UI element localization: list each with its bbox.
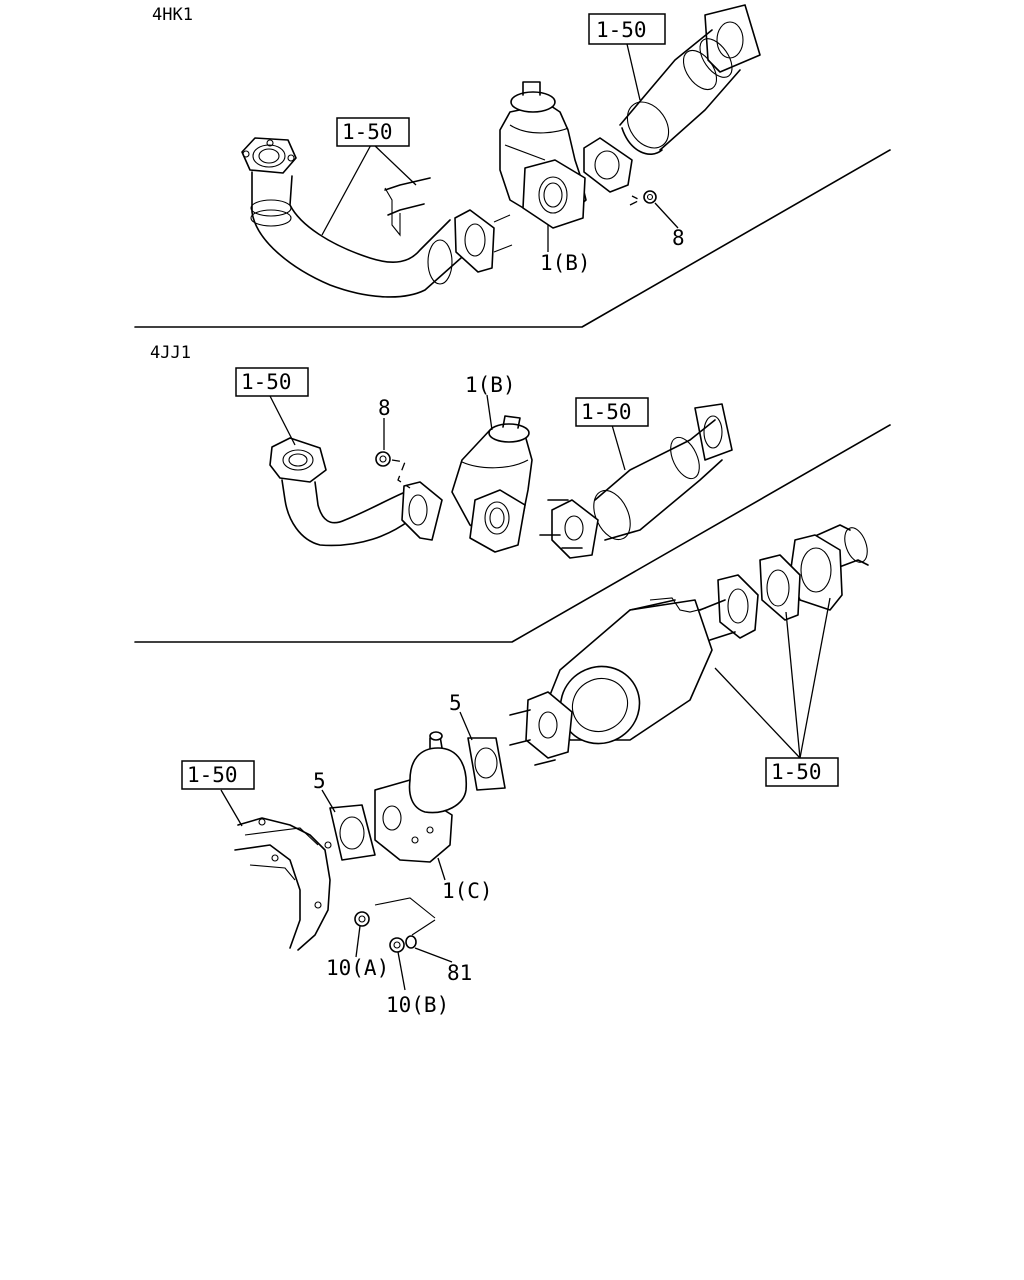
bottom-tail-pipe [759, 524, 869, 621]
hk-ref-text-left: 1-50 [342, 120, 393, 144]
bottom-gasket-lower-leader [321, 789, 336, 813]
gasket-upper-callout: 5 [449, 691, 462, 715]
section-label-4jj1: 4JJ1 [150, 343, 191, 363]
bottom-washer-leader [414, 947, 453, 963]
jj-valve-callout: 1(B) [465, 373, 516, 397]
gasket-lower-callout: 5 [313, 769, 326, 793]
jj-ref-text-right: 1-50 [581, 400, 632, 424]
hk-ref-text-right: 1-50 [596, 18, 647, 42]
jj-catalytic-converter [539, 403, 733, 559]
bottom-gasket-lower [329, 804, 376, 861]
bottom-ref-right-leader-2 [785, 611, 801, 759]
hk-egr-valve [499, 81, 587, 229]
bottom-ref-box-left [181, 760, 255, 790]
jj-ref-text-left: 1-50 [241, 370, 292, 394]
hk-nut-leader [654, 202, 679, 229]
bottom-ref-right-leader-3 [799, 597, 831, 759]
bottom-gasket-upper [467, 737, 506, 791]
bottom-ref-box-right [765, 757, 839, 787]
bottom-ref-left-leader [220, 789, 243, 827]
section-divider-lower [134, 424, 891, 643]
bottom-ref-text-left: 1-50 [187, 763, 238, 787]
hk-ref-box-left [336, 117, 410, 147]
jj-egr-valve [451, 415, 533, 553]
bottom-nut-b-leader [397, 951, 406, 991]
bottom-ref-text-right: 1-50 [771, 760, 822, 784]
bottom-gasket-upper-leader [459, 711, 473, 741]
jj-ref-box-left [235, 367, 309, 397]
section-label-4hk1: 4HK1 [152, 5, 193, 25]
jj-ref-left-leader [269, 395, 296, 446]
hk-valve-callout: 1(B) [540, 251, 591, 275]
hk-nut-callout: 8 [672, 226, 685, 250]
nut-a-callout: 10(A) [326, 956, 389, 980]
hk-ref-left-leader-2 [371, 142, 417, 186]
bottom-nut-a-leader [355, 925, 361, 958]
hk-catalytic-converter [583, 4, 761, 206]
bottom-valve-leader [437, 857, 446, 881]
jj-valve-leader [486, 394, 493, 431]
hk-front-pipe [241, 137, 513, 298]
jj-ref-box-right [575, 397, 649, 427]
section-divider-upper [134, 149, 891, 328]
bottom-nuts [354, 897, 436, 953]
hk-ref-right-leader [626, 43, 641, 101]
jj-front-pipe [269, 437, 443, 547]
valve-c-callout: 1(C) [442, 879, 493, 903]
jj-ref-right-leader [611, 424, 626, 471]
bottom-ref-right-leader-1 [714, 667, 801, 759]
bottom-dpf [509, 574, 759, 766]
washer-callout: 81 [447, 961, 472, 985]
bottom-egr-valve [374, 731, 468, 863]
hk-ref-box-right [588, 13, 666, 45]
bottom-engine-manifold [234, 817, 332, 951]
jj-nut-callout: 8 [378, 396, 391, 420]
hk-ref-left-leader [321, 142, 373, 236]
nut-b-callout: 10(B) [386, 993, 449, 1017]
